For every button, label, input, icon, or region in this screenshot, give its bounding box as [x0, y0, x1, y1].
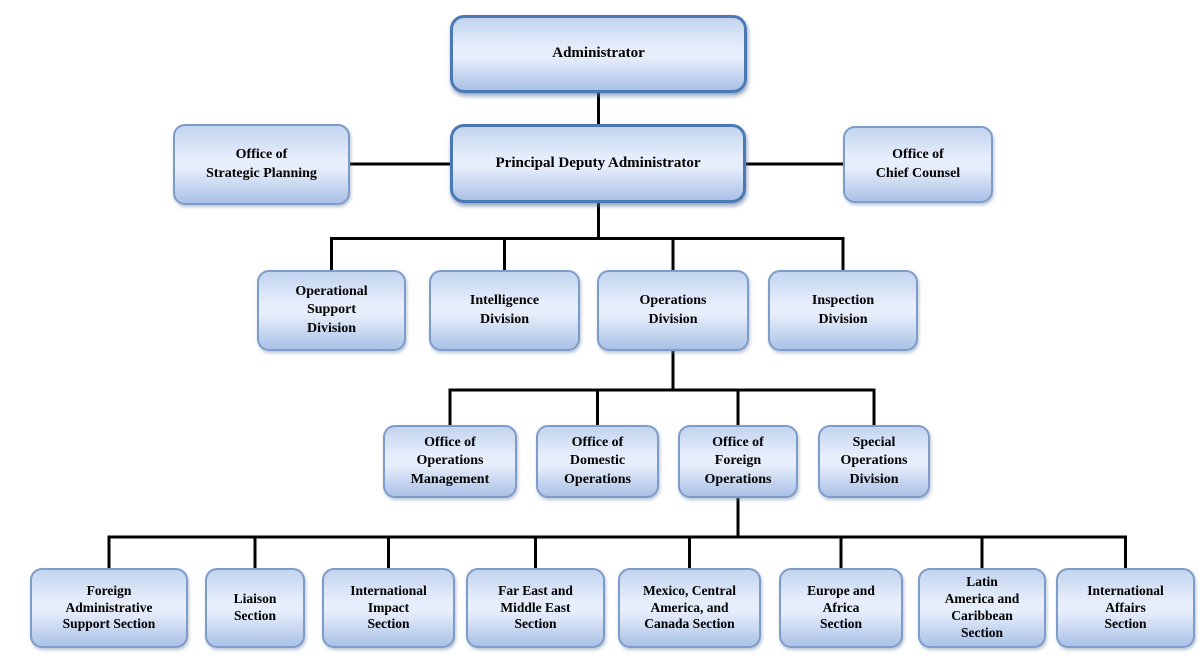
node-label: Latin America and Caribbean Section	[944, 574, 1020, 640]
org-node-europe-and-africa-section: Europe and Africa Section	[779, 568, 903, 648]
org-node-operations-division: Operations Division	[597, 270, 749, 351]
node-label: Office of Foreign Operations	[704, 435, 772, 487]
node-label: Principal Deputy Administrator	[495, 154, 701, 171]
node-label: Europe and Africa Section	[807, 582, 875, 632]
node-label: Office of Domestic Operations	[564, 435, 631, 487]
connector-offices-bus	[448, 388, 876, 427]
org-node-office-of-chief-counsel: Office of Chief Counsel	[843, 126, 993, 203]
node-label: Foreign Administrative Support Section	[62, 582, 156, 632]
org-node-foreign-administrative-support-section: Foreign Administrative Support Section	[30, 568, 188, 648]
node-label: Administrator	[552, 45, 645, 62]
org-node-international-impact-section: International Impact Section	[322, 568, 455, 648]
org-node-far-east-and-middle-east-section: Far East and Middle East Section	[466, 568, 605, 648]
node-label: International Affairs Section	[1087, 582, 1164, 632]
node-label: Special Operations Division	[840, 435, 908, 487]
org-node-principal-deputy-administrator: Principal Deputy Administrator	[450, 124, 746, 203]
node-label: Inspection Division	[811, 293, 875, 327]
org-node-administrator: Administrator	[450, 15, 747, 93]
node-label: Operational Support Division	[295, 284, 368, 336]
node-label: Office of Strategic Planning	[206, 147, 317, 181]
org-node-special-operations-division: Special Operations Division	[818, 425, 930, 498]
node-label: Office of Operations Management	[410, 435, 490, 487]
org-node-office-of-operations-management: Office of Operations Management	[383, 425, 517, 498]
org-node-liaison-section: Liaison Section	[205, 568, 305, 648]
org-node-office-of-foreign-operations: Office of Foreign Operations	[678, 425, 798, 498]
node-label: International Impact Section	[350, 582, 427, 632]
org-node-latin-america-and-caribbean-section: Latin America and Caribbean Section	[918, 568, 1046, 648]
org-node-office-of-strategic-planning: Office of Strategic Planning	[173, 124, 350, 205]
node-label: Liaison Section	[233, 591, 277, 623]
node-label: Office of Chief Counsel	[875, 147, 961, 181]
org-node-office-of-domestic-operations: Office of Domestic Operations	[536, 425, 659, 498]
org-node-international-affairs-section: International Affairs Section	[1056, 568, 1195, 648]
org-node-mexico-central-america-and-canada-section: Mexico, Central America, and Canada Sect…	[618, 568, 761, 648]
org-node-inspection-division: Inspection Division	[768, 270, 918, 351]
connector-divisions-bus	[330, 237, 845, 272]
node-label: Mexico, Central America, and Canada Sect…	[643, 582, 736, 632]
node-label: Intelligence Division	[469, 293, 540, 327]
node-label: Operations Division	[639, 293, 707, 327]
org-node-operational-support-division: Operational Support Division	[257, 270, 406, 351]
org-node-intelligence-division: Intelligence Division	[429, 270, 580, 351]
node-label: Far East and Middle East Section	[498, 582, 573, 632]
connector-sections-bus	[107, 535, 1127, 570]
